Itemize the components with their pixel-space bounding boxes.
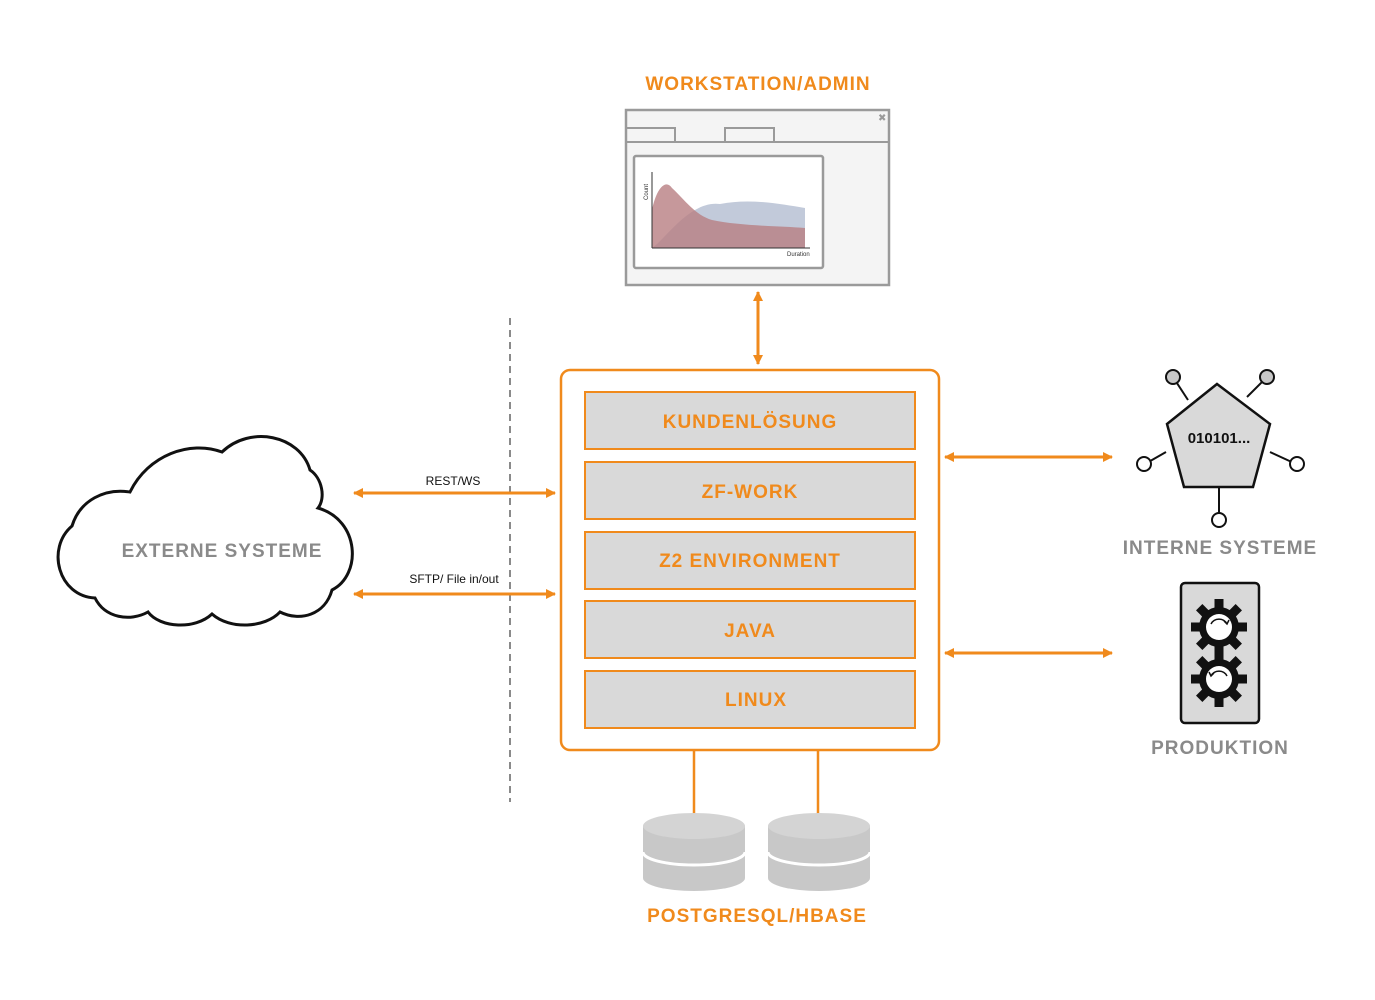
- cloud-icon: EXTERNE SYSTEME: [56, 435, 354, 627]
- database-cylinder-left: [641, 813, 747, 891]
- production-label: PRODUKTION: [1151, 738, 1289, 759]
- rest-ws-label: REST/WS: [426, 474, 481, 488]
- database-cylinder-right: [766, 813, 872, 891]
- chart-x-axis-label: Duration: [787, 252, 810, 258]
- layer-label: JAVA: [724, 621, 776, 642]
- sftp-label: SFTP/ File in/out: [409, 572, 499, 586]
- external-systems-label: EXTERNE SYSTEME: [122, 541, 323, 562]
- layer-z2-environment: Z2 ENVIRONMENT: [584, 531, 916, 590]
- layer-kundenloesung: KUNDENLÖSUNG: [584, 391, 916, 450]
- gear-icon: [1191, 651, 1247, 707]
- close-icon: ✖: [878, 113, 886, 124]
- production-gears-icon: [1179, 581, 1261, 725]
- gear-icon: [1191, 599, 1247, 655]
- database-label: POSTGRESQL/HBASE: [647, 906, 867, 927]
- layer-label: KUNDENLÖSUNG: [663, 412, 838, 433]
- mini-chart: Count Duration: [644, 172, 810, 258]
- workstation-window-icon: ✖ Count Duration: [624, 108, 891, 287]
- layer-label: LINUX: [725, 690, 787, 711]
- chart-y-axis-label: Count: [644, 184, 650, 200]
- internal-systems-label: INTERNE SYSTEME: [1123, 538, 1317, 559]
- layer-java: JAVA: [584, 600, 916, 659]
- layer-label: ZF-WORK: [702, 482, 799, 503]
- database-icon: [641, 813, 872, 891]
- layer-label: Z2 ENVIRONMENT: [659, 551, 841, 572]
- binary-code-text: 010101...: [1188, 430, 1251, 447]
- layer-zf-work: ZF-WORK: [584, 461, 916, 520]
- internal-systems-icon: 010101...: [1136, 369, 1305, 528]
- layer-linux: LINUX: [584, 670, 916, 729]
- workstation-title: WORKSTATION/ADMIN: [645, 74, 870, 95]
